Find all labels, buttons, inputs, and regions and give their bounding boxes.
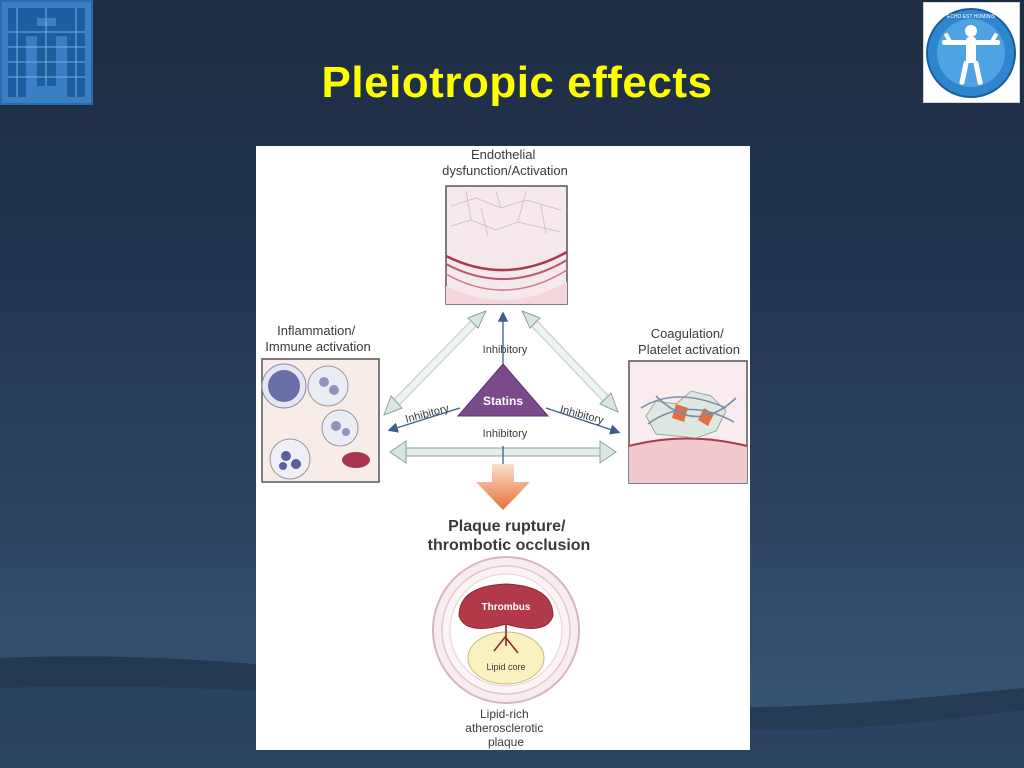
coagulation-label-line2: Platelet activation bbox=[638, 342, 740, 357]
inflammation-label-line1: Inflammation/ bbox=[277, 323, 355, 338]
svg-text:Plaque rupture/ thrombot: Plaque rupture/ thrombotic occlusion bbox=[428, 518, 591, 554]
vitruvian-logo: ECHO EST HOMINIS bbox=[923, 2, 1020, 103]
arrow-endothelial-inflammation bbox=[383, 310, 487, 416]
lipid-core-label: Lipid core bbox=[486, 662, 525, 672]
statins-triangle: Statins bbox=[456, 363, 550, 417]
inflammation-label-line2: Immune activation bbox=[265, 339, 371, 354]
statins-label: Statins bbox=[483, 394, 523, 408]
svg-text:Coagulation/ Platelet ac: Coagulation/ Platelet activation bbox=[638, 326, 740, 357]
pleiotropic-diagram: Endothelial dysfunction/Activation Infla… bbox=[256, 146, 750, 750]
inhibitory-top-label: Inhibitory bbox=[483, 344, 528, 356]
slide-title: Pleiotropic effects bbox=[321, 58, 713, 107]
plaque-caption-line2: atherosclerotic bbox=[465, 721, 543, 735]
outcome-arrow bbox=[476, 464, 530, 510]
endothelial-label-line2: dysfunction/Activation bbox=[442, 163, 568, 178]
plaque-caption-line1: Lipid-rich bbox=[480, 707, 529, 721]
svg-text:Inflammation/ Immune act: Inflammation/ Immune activation bbox=[265, 323, 371, 354]
outcome-label-line1: Plaque rupture/ bbox=[448, 518, 566, 535]
plaque-cross-section: Thrombus Lipid core bbox=[432, 556, 580, 704]
coagulation-panel bbox=[628, 360, 748, 484]
inhibitory-bottom-label: Inhibitory bbox=[483, 428, 528, 440]
coagulation-label-line1: Coagulation/ bbox=[651, 326, 724, 341]
inhibitory-left-label: Inhibitory bbox=[404, 402, 451, 425]
svg-text:Endothelial dysfunction/: Endothelial dysfunction/Activation bbox=[442, 147, 568, 178]
plaque-caption-line3: plaque bbox=[488, 735, 524, 749]
endothelial-panel bbox=[445, 185, 568, 305]
university-logo bbox=[0, 0, 93, 105]
inflammation-panel bbox=[261, 358, 380, 483]
thrombus-label: Thrombus bbox=[482, 602, 531, 613]
svg-text:Lipid-rich atherosclerot: Lipid-rich atherosclerotic plaque bbox=[465, 707, 546, 749]
inhibitory-right-label: Inhibitory bbox=[559, 404, 606, 427]
arrow-endothelial-coagulation bbox=[521, 310, 619, 413]
endothelial-label-line1: Endothelial bbox=[471, 147, 535, 162]
logo-ring-text: ECHO EST HOMINIS bbox=[947, 14, 996, 20]
outcome-label-line2: thrombotic occlusion bbox=[428, 537, 591, 554]
arrow-inflammation-coagulation bbox=[389, 440, 617, 464]
